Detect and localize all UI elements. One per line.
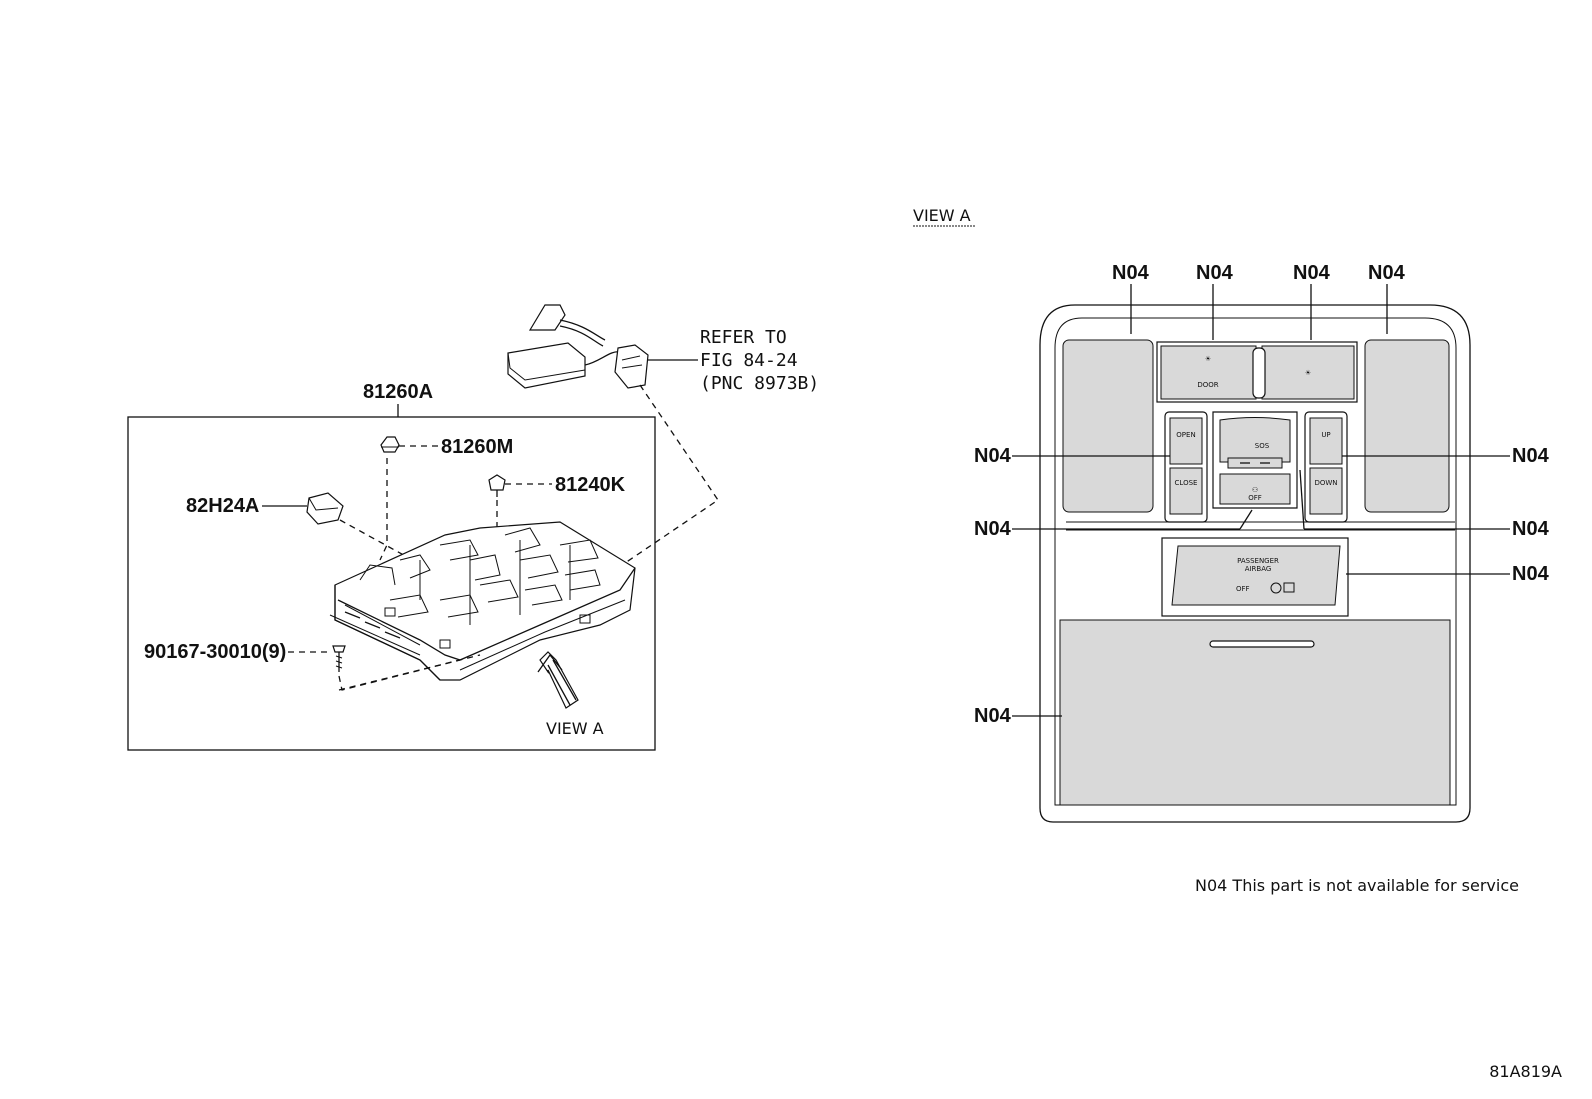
refer-line-3: (PNC 8973B)	[700, 373, 819, 394]
open-button[interactable]	[1169, 417, 1203, 465]
up-button[interactable]	[1309, 417, 1343, 465]
n04-top-2: N04	[1196, 262, 1234, 284]
right-map-lamp	[1364, 339, 1450, 513]
open-label: OPEN	[1176, 431, 1195, 439]
left-map-lamp	[1062, 339, 1154, 513]
off-button[interactable]	[1219, 473, 1291, 505]
door-lamp-icon: ☀	[1205, 355, 1211, 363]
airbag-on-icon	[1270, 582, 1282, 594]
door-lamp-button[interactable]	[1160, 345, 1257, 400]
left-exploded-view: 81260A REFER TO FIG 84-24 (PNC 8973B) 81…	[127, 304, 819, 751]
refer-line-2: FIG 84-24	[700, 350, 798, 371]
footnote: N04 This part is not available for servi…	[1195, 876, 1519, 895]
close-label: CLOSE	[1175, 479, 1198, 487]
screw-part	[332, 645, 346, 672]
n04-right-3: N04	[1512, 563, 1550, 585]
assembly-label: 81260A	[363, 381, 433, 403]
n04-top-1: N04	[1112, 262, 1150, 284]
lens-part	[380, 436, 400, 453]
n04-left-2: N04	[974, 518, 1012, 540]
n04-left-3: N04	[974, 705, 1012, 727]
n04-top-4: N04	[1368, 262, 1406, 284]
room-lamp-icon: ☀	[1305, 369, 1311, 377]
off-label: OFF	[1248, 494, 1262, 502]
console-housing	[329, 521, 636, 681]
room-lamp-button[interactable]	[1261, 345, 1355, 400]
lid-handle	[1209, 640, 1315, 648]
sos-button[interactable]	[1219, 417, 1291, 463]
view-arrow-icon	[539, 651, 579, 709]
passenger-airbag-indicator	[1171, 545, 1341, 606]
callout-bracket: 82H24A	[186, 495, 259, 517]
down-label: DOWN	[1314, 479, 1337, 487]
up-label: UP	[1321, 431, 1330, 439]
clip-part	[488, 474, 506, 497]
down-button[interactable]	[1309, 467, 1343, 515]
wire-harness	[507, 304, 649, 389]
n04-top-3: N04	[1293, 262, 1331, 284]
sos-label: SOS	[1255, 442, 1270, 450]
storage-lid[interactable]	[1059, 619, 1451, 806]
door-label: DOOR	[1197, 381, 1218, 389]
assembly-box	[127, 416, 656, 751]
view-title: VIEW A	[913, 206, 971, 225]
n04-left-1: N04	[974, 445, 1012, 467]
airbag-label: AIRBAG	[1245, 565, 1272, 573]
bracket-part	[306, 492, 344, 525]
n04-right-2: N04	[1512, 518, 1550, 540]
callout-screw: 90167-30010(9)	[144, 641, 286, 663]
close-button[interactable]	[1169, 467, 1203, 515]
console-outline	[1039, 304, 1471, 823]
view-arrow-label: VIEW A	[546, 719, 604, 738]
off-icon: ⚇	[1252, 486, 1258, 494]
passenger-label: PASSENGER	[1237, 557, 1279, 565]
refer-line-1: REFER TO	[700, 327, 787, 348]
n04-right-1: N04	[1512, 445, 1550, 467]
callout-clip: 81240K	[555, 474, 626, 496]
right-view: VIEW A ☀ DOOR ☀ OPEN CLOSE UP DOWN SOS	[913, 206, 1550, 823]
airbag-off-label: OFF	[1236, 585, 1250, 593]
callout-lens: 81260M	[441, 436, 513, 458]
figure-code: 81A819A	[1489, 1062, 1562, 1081]
